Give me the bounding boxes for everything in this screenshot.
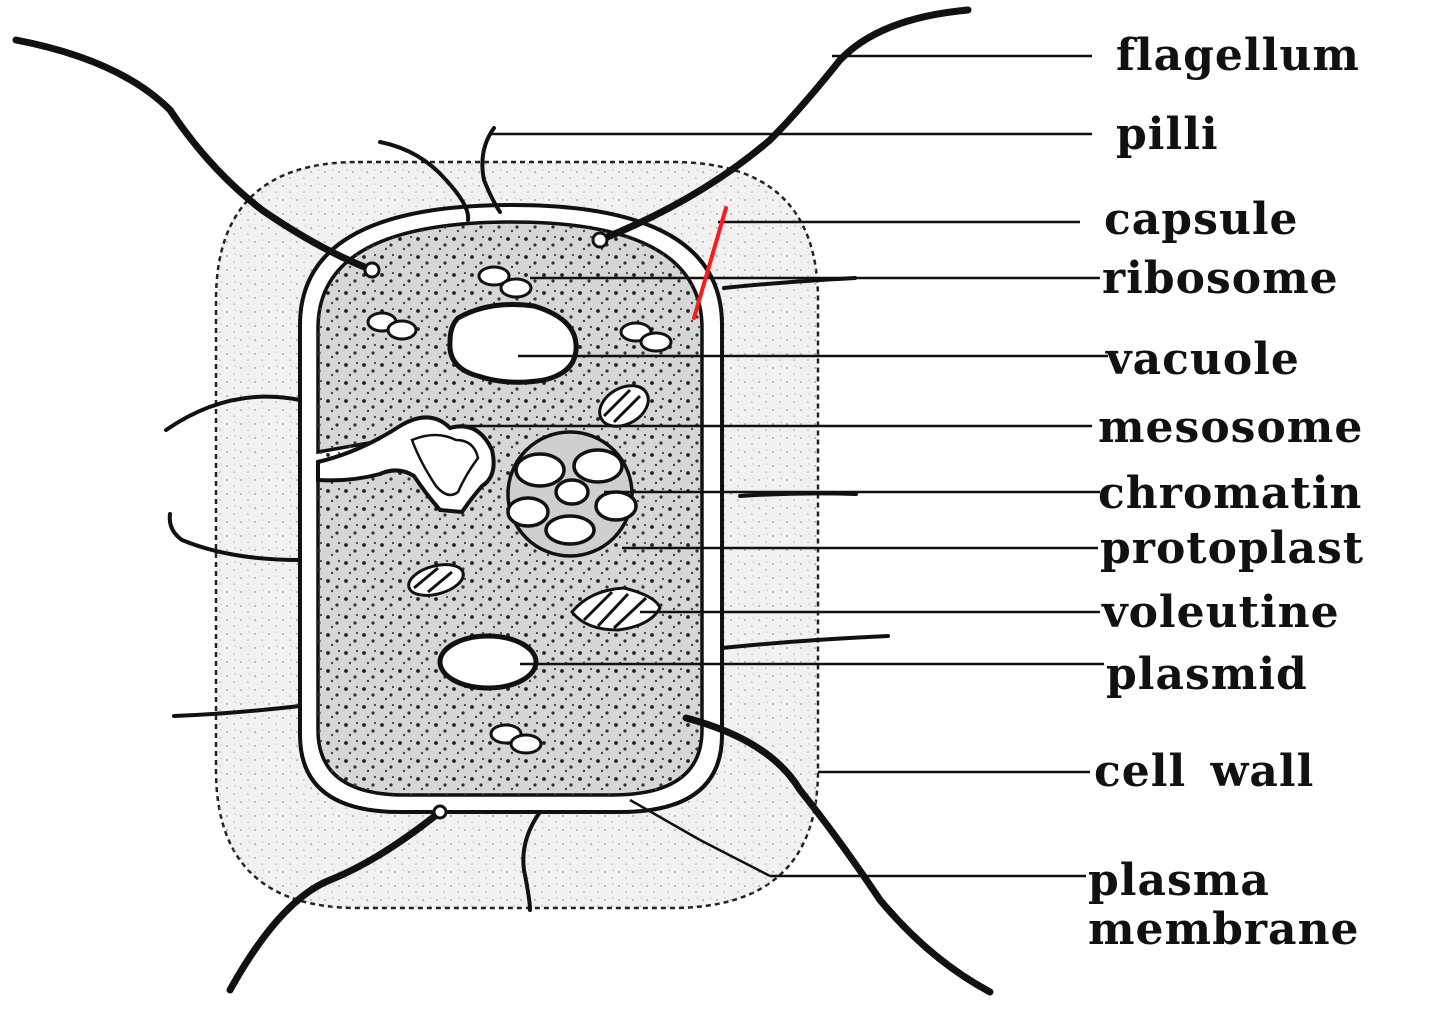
label-voleutine: voleutine	[1102, 591, 1340, 635]
label-ribosome: ribosome	[1102, 257, 1339, 301]
label-flagellum: flagellum	[1116, 34, 1360, 78]
plasmid	[440, 636, 536, 688]
label-vacuole: vacuole	[1106, 338, 1300, 382]
label-plasma-membrane: plasma membrane	[1088, 856, 1360, 955]
label-capsule: capsule	[1104, 198, 1299, 242]
label-chromatin: chromatin	[1098, 472, 1362, 516]
label-plasmid: plasmid	[1106, 653, 1308, 697]
label-cell-wall: cell wall	[1094, 750, 1314, 794]
label-mesosome: mesosome	[1098, 406, 1363, 450]
label-protoplast: protoplast	[1100, 527, 1364, 571]
vacuole	[450, 305, 576, 383]
label-pilli: pilli	[1116, 113, 1219, 157]
